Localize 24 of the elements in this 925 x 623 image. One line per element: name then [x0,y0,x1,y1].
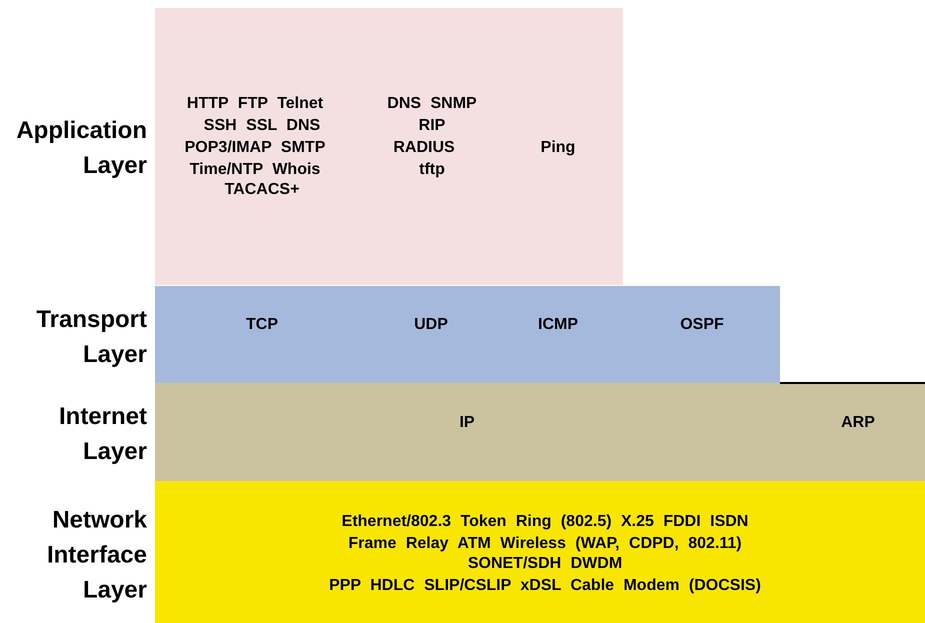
protocol-list: TACACS+ [224,180,300,200]
layer-heading: Network Interface Layer [46,506,147,606]
protocol-list: tftp [419,160,445,180]
protocol-list: Frame Relay ATM Wireless (WAP, CDPD, 802.11) [348,534,742,554]
protocol-list: HTTP FTP Telnet [186,94,324,114]
protocol-list: OSPF [680,315,724,335]
protocol-list: RADIUS [393,138,455,158]
protocol-list: RIP [418,116,446,136]
protocol-list: TCP [246,315,278,335]
protocol-list: IP [459,413,475,433]
protocol-list: ARP [841,413,875,433]
protocol-list: SONET/SDH DWDM [468,554,622,574]
protocol-list: PPP HDLC SLIP/CSLIP xDSL Cable Modem (DOCSIS) [329,576,761,596]
protocol-list: Time/NTP Whois [190,160,320,180]
protocol-list: UDP [414,315,448,335]
protocol-list: ICMP [538,315,578,335]
protocol-list: Ethernet/802.3 Token Ring (802.5) X.25 FDDI ISDN [342,512,748,532]
protocol-list: SSH SSL DNS [204,116,320,136]
layer-heading: Transport Layer [35,305,147,370]
protocol-list: Ping [540,138,576,158]
layer-heading: Internet Layer [58,402,147,467]
protocol-list: DNS SNMP [387,94,477,114]
protocol-list: POP3/IMAP SMTP [184,138,326,158]
layer-heading: Application Layer [15,116,147,181]
